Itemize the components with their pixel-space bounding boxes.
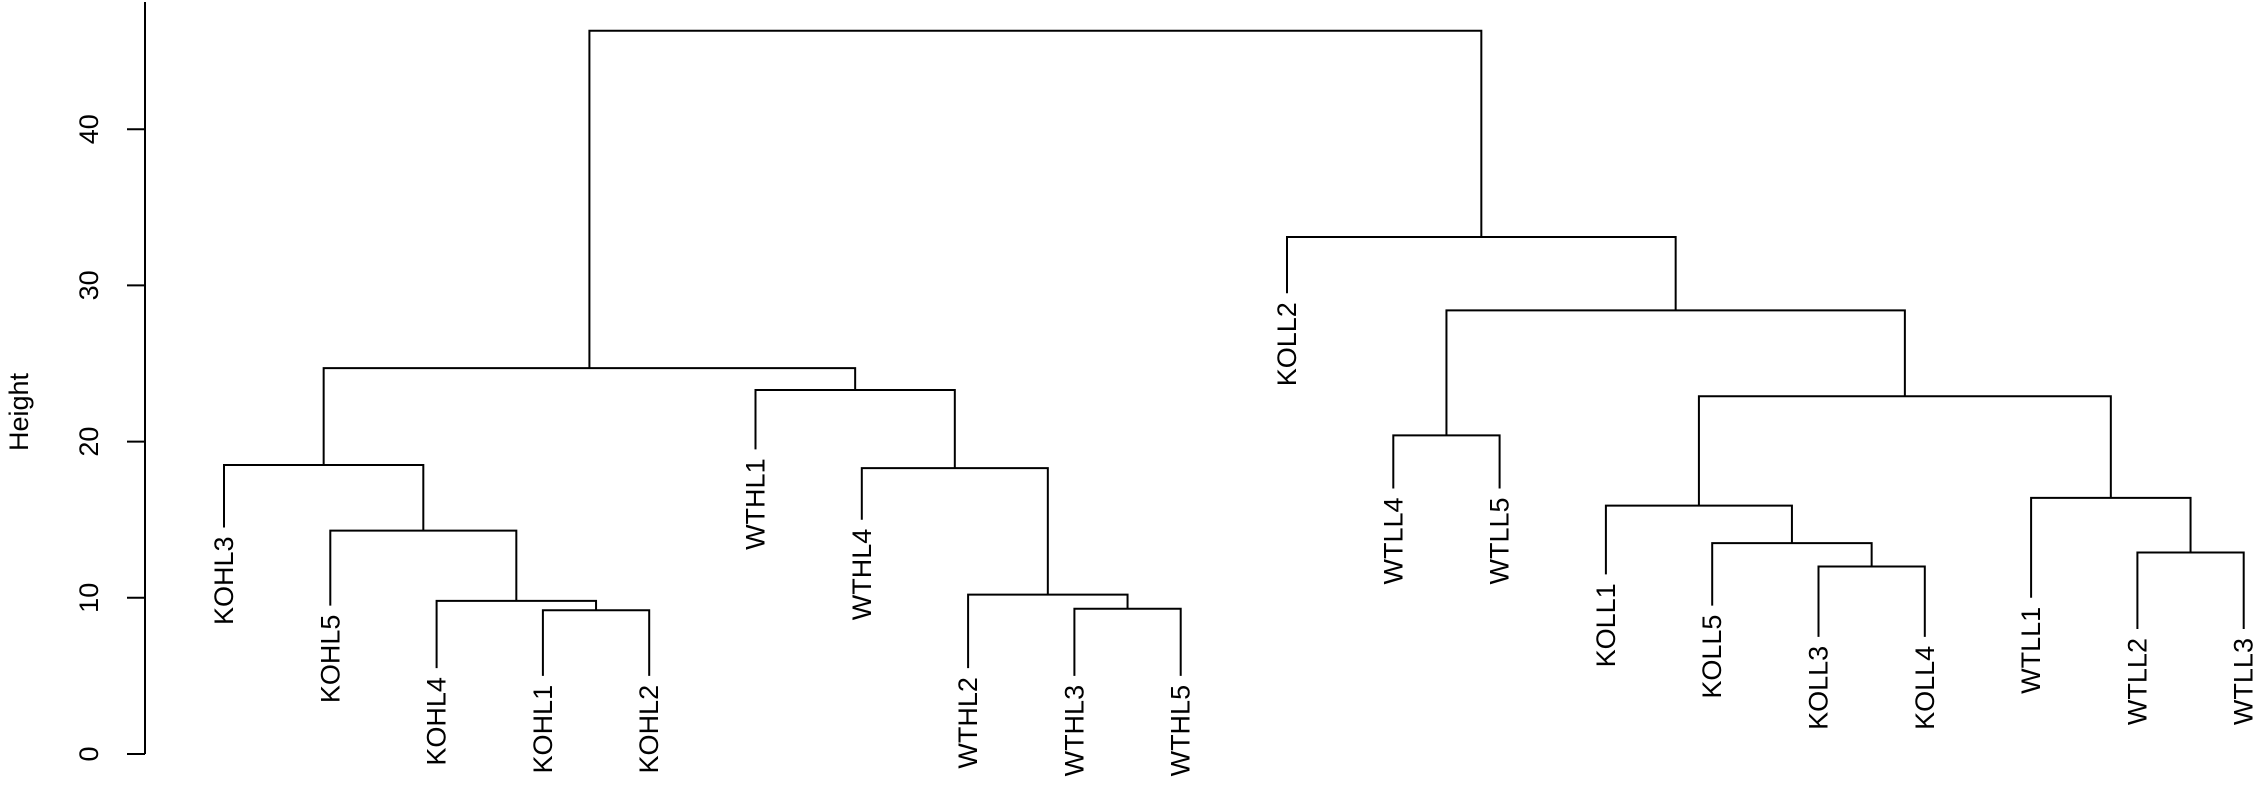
merge-m19 [588, 29, 1483, 369]
merge-m1 [541, 609, 651, 676]
y-tick-label-40: 40 [74, 114, 104, 144]
merge-m4 [223, 464, 425, 531]
leaf-label-wtll5: WTLL5 [1485, 497, 1515, 584]
y-tick-label-30: 30 [74, 270, 104, 300]
merge-m6 [967, 593, 1129, 669]
merge-m13 [2136, 551, 2245, 630]
merge-m11 [1711, 542, 1873, 606]
leaf-label-kohl3: KOHL3 [209, 537, 239, 626]
merge-m18 [1286, 235, 1677, 311]
leaf-label-koll3: KOLL3 [1804, 646, 1834, 730]
merge-m15 [1697, 395, 2112, 506]
merge-m10 [1817, 565, 1926, 637]
y-tick-label-10: 10 [74, 583, 104, 613]
y-axis: 0 10 20 30 40 [74, 2, 146, 762]
merge-m16 [1392, 434, 1501, 489]
leaf-label-wtll2: WTLL2 [2122, 638, 2152, 725]
leaf-label-koll1: KOLL1 [1591, 583, 1621, 667]
leaf-label-wtll1: WTLL1 [2016, 607, 2046, 694]
leaf-label-koll4: KOLL4 [1910, 646, 1940, 730]
merge-m17 [1445, 309, 1906, 436]
leaf-label-kohl5: KOHL5 [315, 615, 345, 704]
leaf-label-wthl1: WTHL1 [741, 458, 771, 550]
merge-m9 [322, 367, 857, 466]
leaf-label-kohl4: KOHL4 [422, 677, 452, 766]
leaf-label-wtll3: WTLL3 [2229, 638, 2259, 725]
y-axis-label: Height [4, 372, 34, 451]
leaf-label-wthl4: WTHL4 [847, 529, 877, 621]
leaf-label-wtll4: WTLL4 [1378, 497, 1408, 584]
merge-m7 [860, 467, 1049, 595]
leaf-label-koll5: KOLL5 [1697, 615, 1727, 699]
merge-m3 [329, 529, 518, 606]
merge-m12 [1604, 504, 1793, 575]
merge-m5 [1073, 607, 1182, 676]
leaf-label-kohl2: KOHL2 [634, 685, 664, 774]
leaf-label-kohl1: KOHL1 [528, 685, 558, 774]
leaf-label-wthl2: WTHL2 [953, 677, 983, 769]
y-tick-label-20: 20 [74, 427, 104, 457]
merge-m14 [2030, 496, 2192, 598]
leaf-label-wthl5: WTHL5 [1166, 685, 1196, 777]
leaf-label-wthl3: WTHL3 [1059, 685, 1089, 777]
merge-m8 [754, 389, 956, 469]
dendrogram-branches [223, 29, 2245, 676]
leaf-label-koll2: KOLL2 [1272, 302, 1302, 386]
y-tick-label-0: 0 [74, 746, 104, 761]
